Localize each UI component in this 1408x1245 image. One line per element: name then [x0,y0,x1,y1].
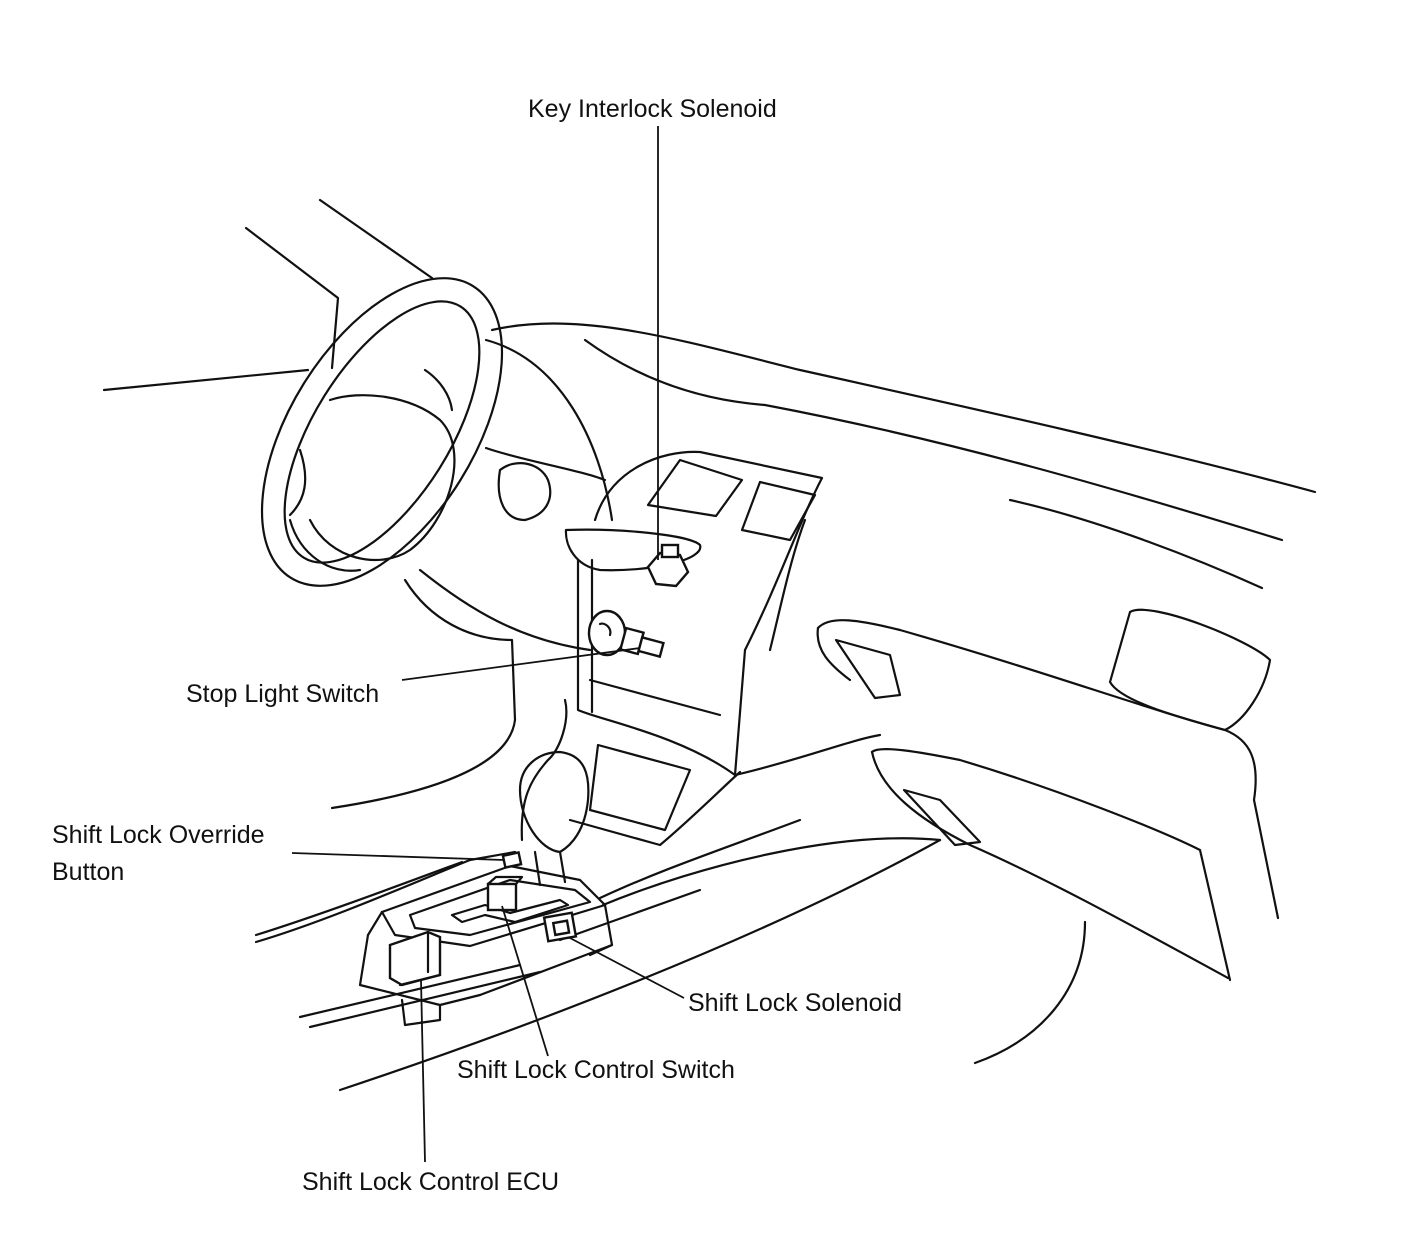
shift-lever [518,750,590,887]
glovebox [816,608,1280,1065]
steering-wheel [260,277,504,587]
label-key-interlock-solenoid: Key Interlock Solenoid [528,95,777,123]
steering-column [330,462,702,810]
floor-console [254,698,942,1092]
label-shift-lock-control-ecu: Shift Lock Control ECU [302,1168,560,1196]
leader-shift-lock-override-button [291,852,505,861]
shift-lock-override-button-part [501,851,523,869]
leader-stop-light-switch [401,647,641,681]
label-shift-lock-control-switch: Shift Lock Control Switch [457,1056,735,1084]
windshield-pillar [102,198,434,392]
key-interlock-solenoid-part [646,543,690,588]
shift-lock-solenoid-part [542,911,578,943]
center-stack [576,450,882,777]
label-shift-lock-override-line2: Button [52,858,125,886]
leader-shift-lock-control-switch [501,905,549,1057]
label-shift-lock-override-line1: Shift Lock Override [52,821,265,849]
dashboard-outline [484,322,1317,590]
shift-lock-control-switch-part [486,875,524,912]
leader-shift-lock-solenoid [569,937,685,999]
leader-shift-lock-control-ecu [420,979,426,1163]
label-shift-lock-solenoid: Shift Lock Solenoid [688,989,903,1017]
shift-lock-control-ecu-part [388,930,442,987]
label-stop-light-switch: Stop Light Switch [186,680,380,708]
leader-lines [291,126,685,1163]
